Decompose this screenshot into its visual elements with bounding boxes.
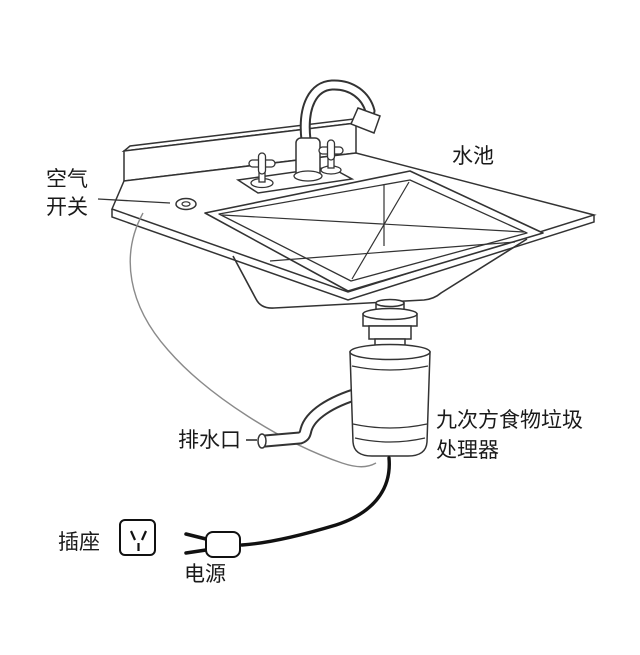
sink-bowl	[232, 238, 528, 309]
drain-pipe-open-end	[257, 433, 267, 449]
drain-trap-pipe	[257, 386, 367, 449]
label-sink: 水池	[452, 144, 494, 168]
faucet-handle-right	[318, 139, 344, 175]
socket-icon	[119, 519, 156, 556]
label-disposer-line1: 九次方食物垃圾	[436, 408, 583, 432]
label-power: 电源	[184, 562, 226, 586]
air-switch-leader-line	[97, 198, 171, 204]
faucet-handle-left	[248, 152, 276, 189]
label-disposer-line2: 处理器	[436, 438, 499, 462]
air-switch-wire	[129, 212, 377, 468]
label-air-switch-line1: 空气	[46, 167, 88, 191]
label-air-switch-line2: 开关	[46, 195, 88, 219]
faucet	[235, 79, 381, 194]
power-cord	[184, 456, 391, 558]
air-switch-button-icon	[175, 197, 197, 211]
sink-basin	[204, 170, 544, 292]
plug-icon	[184, 531, 241, 558]
disposer-body	[349, 351, 431, 457]
faucet-spout-tip	[350, 107, 381, 134]
garbage-disposer	[349, 298, 431, 457]
label-socket: 插座	[58, 530, 100, 554]
label-drain-outlet: 排水口	[178, 428, 241, 452]
